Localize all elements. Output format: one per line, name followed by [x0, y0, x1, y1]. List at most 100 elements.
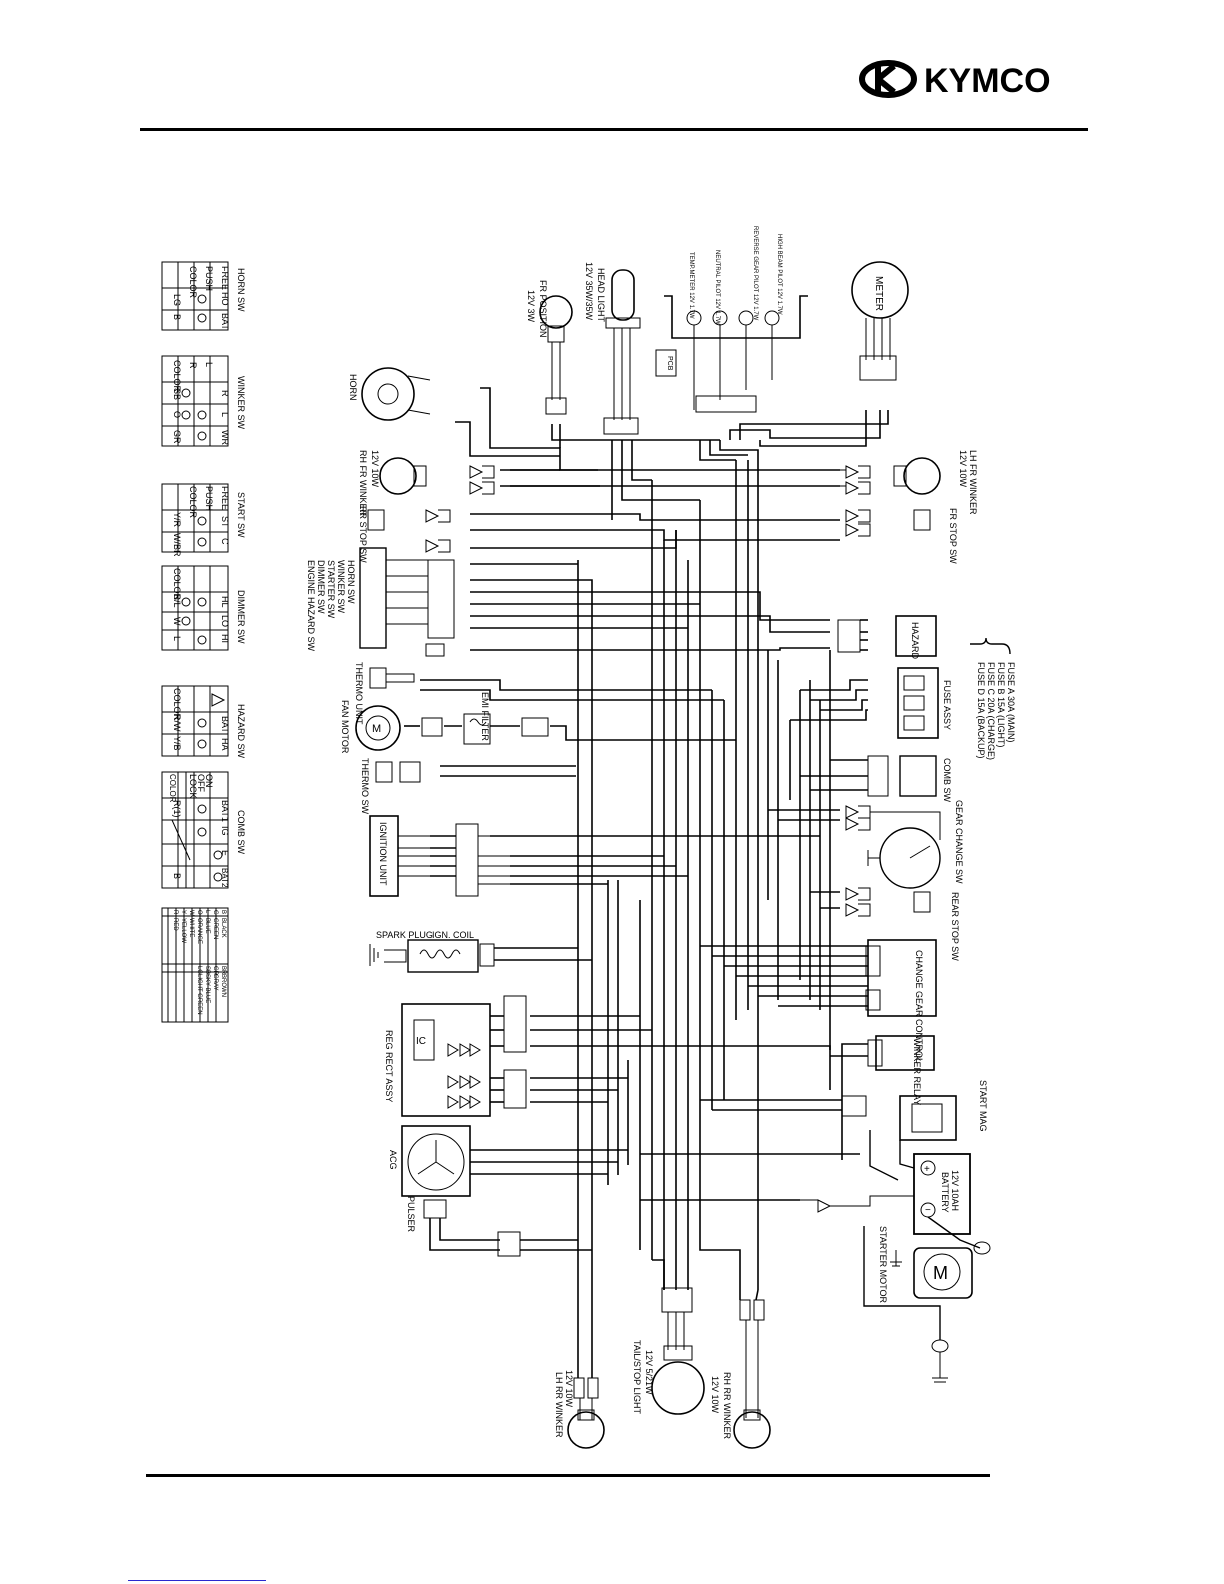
horn-label: HORN: [348, 374, 358, 401]
comb-sw-row-on: ON: [204, 774, 214, 788]
acg: ACG: [388, 1125, 471, 1197]
legend-name-brown: BROWN: [220, 974, 226, 997]
horn-sw-color-b: B: [172, 314, 182, 320]
fuse-b: FUSE B 15A (LIGHT): [996, 662, 1006, 748]
hazard-sw-col-bat: BAT: [220, 716, 230, 733]
battery-rating: 12V 10AH: [950, 1170, 960, 1211]
comb-sw-row-color: COLOR: [168, 774, 177, 803]
legend-code-sb: SB: [204, 966, 210, 974]
pilot-neutral: NEUTRAL PILOT 12V 1.7W: [714, 250, 720, 325]
rear-stop-sw: REAR STOP SW: [845, 887, 960, 961]
rh-fr-winker-rating: 12V 10W: [370, 450, 380, 488]
fr-stop-sw: FR STOP SW: [845, 508, 958, 564]
horn-sw-col-ho: HO: [220, 292, 230, 306]
legend-code-br: BR: [220, 966, 226, 975]
battery: + − 12V 10AH BATTERY: [800, 1130, 991, 1255]
horn-sw-row-push: PUSH: [204, 266, 214, 291]
ignition-unit: IGNITION UNIT: [369, 815, 510, 897]
starter-motor: M STARTER MOTOR: [863, 1226, 973, 1383]
rh-fr-winker: 12V 10W RH FR WINKER: [358, 450, 495, 516]
start-sw-row-free: FREE: [220, 486, 230, 510]
starter-motor-m-icon: M: [933, 1263, 948, 1283]
head-light-label: HEAD LIGHT: [596, 268, 606, 323]
winker-sw-color-o: O: [172, 411, 182, 418]
top-rule: [140, 128, 1088, 131]
winker-sw-row-r: R: [188, 362, 198, 369]
winker-sw-title: WINKER SW: [236, 376, 246, 430]
tail-stop-label: TAIL/STOP LIGHT: [632, 1340, 642, 1415]
legend-code-g: G: [212, 910, 218, 915]
winker-sw-row-l: L: [204, 362, 214, 367]
comb-sw-color-b: B: [172, 873, 182, 879]
start-sw-color-yr: Y/R: [172, 512, 182, 528]
start-sw-row-push: PUSH: [204, 486, 214, 511]
rr-stop-sw: RR STOP SW: [358, 506, 451, 563]
winker-relay: WINKER RELAY: [867, 1035, 935, 1105]
comb-sw-title: COMB SW: [236, 810, 246, 855]
fr-position-rating: 12V 3W: [526, 290, 536, 323]
winker-sw-col-l: L: [220, 412, 230, 417]
dimmer-sw-table: DIMMER SW COLOR HL LO HI B/L W L: [161, 565, 246, 651]
fuse-list: FUSE A 30A (MAIN) FUSE B 15A (LIGHT) FUS…: [970, 637, 1016, 760]
legend-code-lg: LG: [196, 966, 202, 974]
fuse-d: FUSE D 15A (BACKUP): [976, 662, 986, 759]
legend-name-yellow: YELLOW: [180, 918, 186, 943]
horn-sw-row-free: FREE: [220, 266, 230, 290]
right-fr-winker: 12V 10W LH FR WINKER: [840, 450, 978, 515]
pilot-temp-meter: TEMP.METER 12V 1.7W: [688, 252, 694, 319]
comb-sw-table: COMB SW ON OFF LOCK COLOR BAT1 IG E BAT2…: [161, 771, 246, 889]
horn-sw-row-color: COLOR: [188, 266, 198, 299]
thermo-unit-label: THERMO UNIT: [354, 662, 364, 725]
start-sw-table: START SW FREE PUSH COLOR ST C Y/R W/BR: [161, 483, 246, 557]
dimmer-sw-col-hl: HL: [220, 596, 230, 608]
horn: HORN: [348, 367, 431, 421]
hazard-sw-col-ha: HA: [220, 738, 230, 751]
legend-name-orange: ORANGE: [196, 918, 202, 944]
legend-code-y: Y: [180, 910, 186, 914]
fr-position-light: FR POSITION 12V 3W: [526, 280, 573, 415]
hazard-sw-color-rw: R/W: [172, 714, 182, 732]
spark-plug-ign-coil: SPARK PLUG IGN. COIL: [369, 930, 495, 973]
legend-code-gr: GR: [212, 966, 218, 976]
horn-sw-table: HORN SW FREE PUSH COLOR HO BAT LG B: [161, 261, 246, 331]
reg-rect-assy: IC REG RECT ASSY: [384, 995, 527, 1117]
winker-relay-label: WINKER RELAY: [912, 1038, 922, 1105]
winker-sw-col-r: R: [220, 390, 230, 397]
fuse-a: FUSE A 30A (MAIN): [1006, 662, 1016, 743]
legend-name-sky-blue: SKY BLUE: [204, 974, 210, 1003]
lh-rr-winker: 12V 10W LH RR WINKER: [554, 1370, 605, 1449]
legend-name-green: GREEN: [212, 918, 218, 939]
winker-sw-table: WINKER SW L R COLOR R L WR SB O GR: [161, 355, 246, 447]
start-sw-title: START SW: [236, 492, 246, 538]
pcb-box: [655, 349, 677, 377]
pcb-label: PCB: [666, 356, 673, 371]
comb-sw-col-bat2: BAT2: [220, 868, 229, 888]
legend-code-l: L: [204, 910, 210, 914]
hazard-triangle-icon: [211, 693, 226, 707]
rh-rr-winker: RH RR WINKER 12V 10W: [710, 1299, 771, 1449]
handle-sw-horn: HORN SW: [346, 560, 356, 604]
starter-motor-label: STARTER MOTOR: [878, 1226, 888, 1304]
pilot-reverse-gear: REVERSE GEAR PILOT 12V 1.7W: [752, 226, 758, 321]
legend-name-black: BLACK: [220, 918, 226, 938]
start-sw-col-c: C: [220, 538, 230, 545]
dimmer-sw-title: DIMMER SW: [236, 590, 246, 644]
legend-code-b: B: [220, 910, 226, 914]
comb-sw-col-e: E: [220, 850, 230, 856]
gear-change-sw: GEAR CHANGE SW: [845, 800, 964, 889]
acg-label: ACG: [388, 1150, 398, 1170]
dimmer-sw-col-hi: HI: [220, 634, 230, 643]
dimmer-sw-col-lo: LO: [220, 615, 230, 627]
lh-fr-winker-rating: 12V 10W: [958, 450, 968, 488]
meter-pilot-board: PCB TEMP.METER 12V 1.7W NEUTRAL PILOT 12…: [655, 226, 808, 413]
comb-sw-col-ig: IG: [220, 826, 230, 836]
horn-sw-color-lg: LG: [172, 294, 182, 306]
color-legend: B BLACK BR BROWN G GREEN GR GRAY L BLUE …: [161, 907, 229, 1023]
horn-sw-title: HORN SW: [236, 268, 246, 312]
lh-fr-winker-label: LH FR WINKER: [968, 450, 978, 515]
thermo-sw-label: THERMO SW: [360, 758, 370, 815]
fan-motor-m-icon: M: [372, 723, 381, 735]
change-gear-control: CHANGE GEAR CONTROL: [865, 939, 937, 1063]
rh-rr-winker-rating: 12V 10W: [710, 1376, 720, 1414]
spark-plug-label: SPARK PLUG: [376, 930, 433, 940]
